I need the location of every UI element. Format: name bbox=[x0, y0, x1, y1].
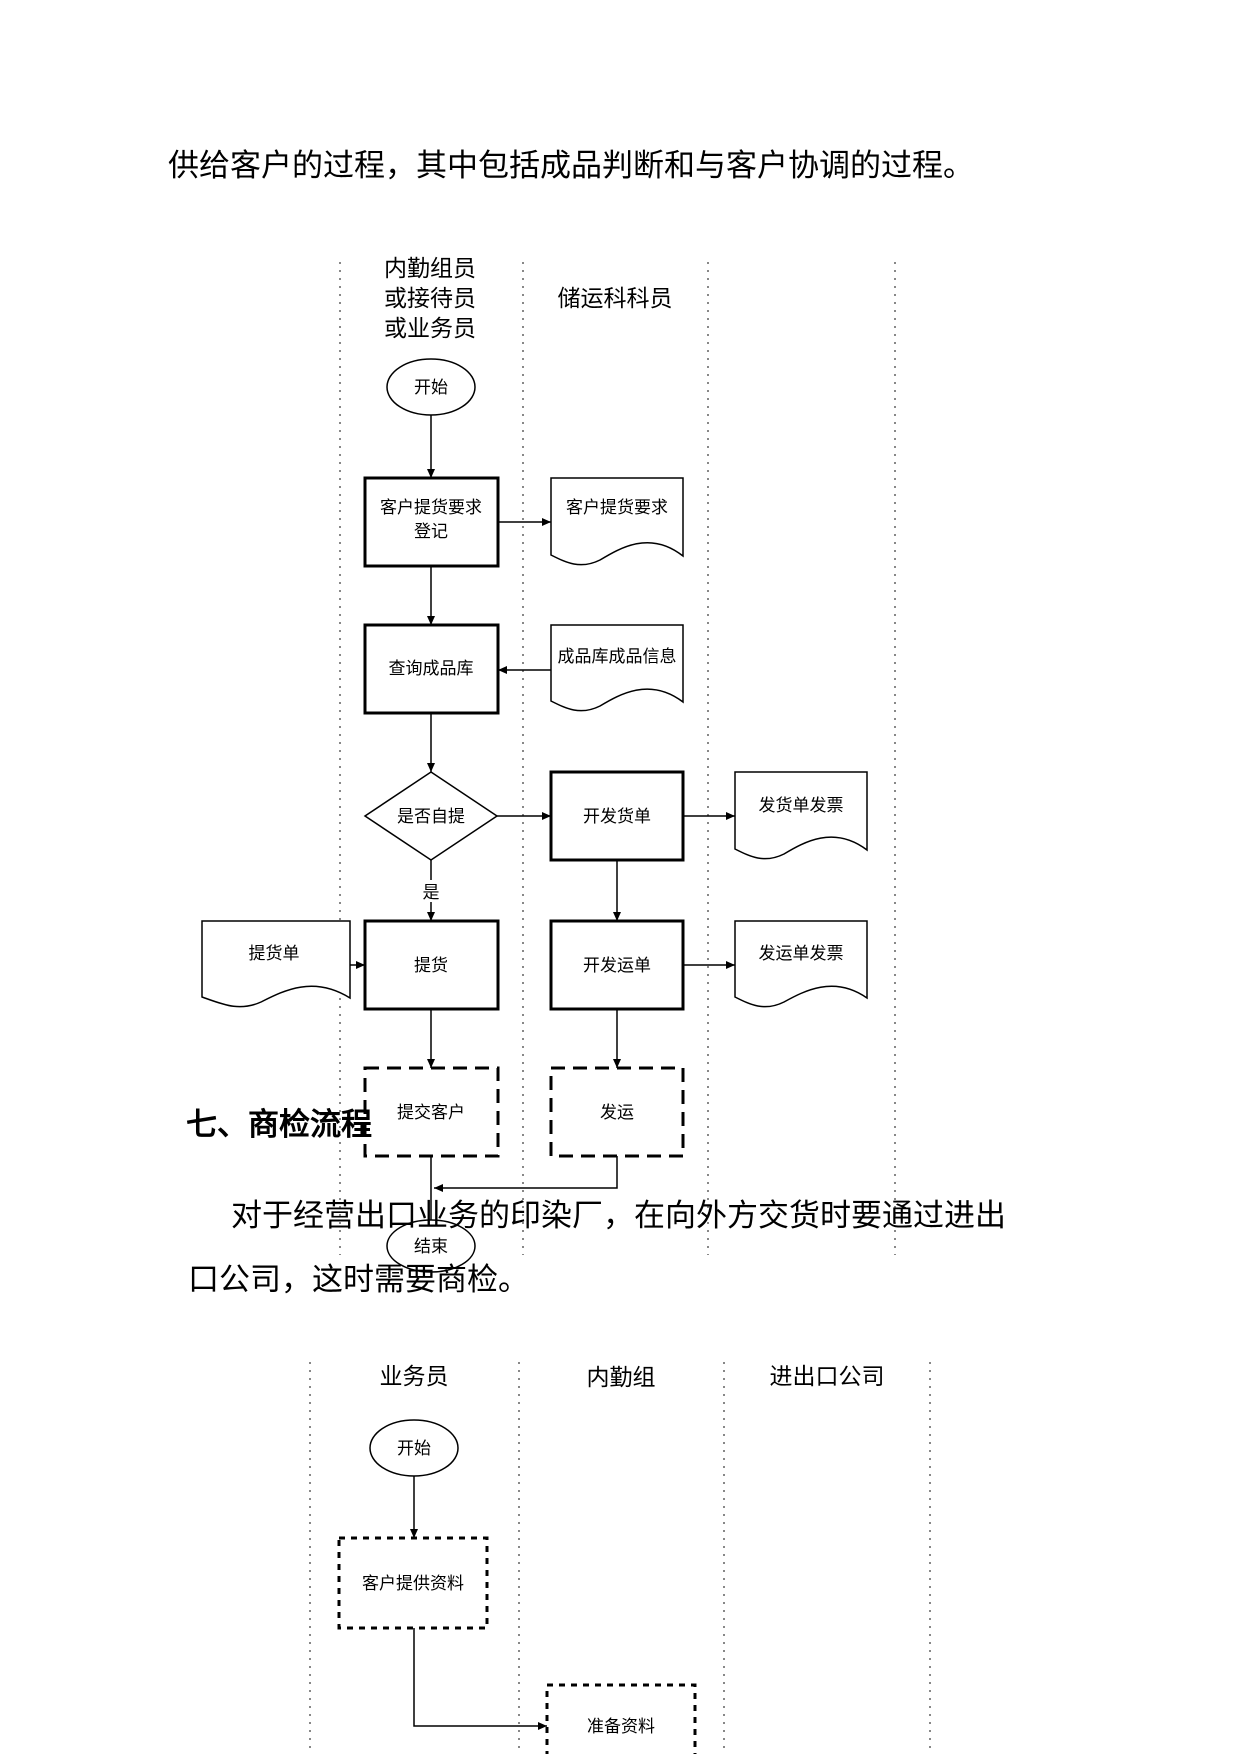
document-invoice bbox=[734, 771, 868, 860]
invoice-label: 开发货单 bbox=[583, 807, 651, 827]
doc-request-label: 客户提货要求 bbox=[566, 498, 668, 518]
section-heading: 七、商检流程 bbox=[186, 1107, 372, 1143]
pickup-label: 提货 bbox=[414, 956, 448, 976]
register-label-1: 客户提货要求 bbox=[380, 498, 482, 518]
lane-header-trading-company: 进出口公司 bbox=[770, 1364, 885, 1390]
start-label: 开始 bbox=[414, 378, 448, 398]
inspection-flowchart: 业务员 内勤组 进出口公司 开始 客户提供资料 准备资料 bbox=[309, 1362, 931, 1754]
register-label-2: 登记 bbox=[414, 522, 448, 542]
lane-header-staff-2: 或接待员 bbox=[384, 286, 476, 312]
doc-invoice-label: 发货单发票 bbox=[759, 796, 844, 816]
query-label: 查询成品库 bbox=[389, 659, 474, 679]
lane-header-storage: 储运科科员 bbox=[558, 286, 673, 312]
lane-header-staff-1: 内勤组员 bbox=[384, 256, 476, 282]
doc-pickup-label: 提货单 bbox=[249, 944, 300, 964]
ship-box bbox=[549, 1066, 685, 1158]
paragraph-intro: 供给客户的过程，其中包括成品判断和与客户协调的过程。 bbox=[168, 148, 974, 184]
document-ship-invoice bbox=[734, 920, 868, 1008]
prepare-label: 准备资料 bbox=[587, 1717, 655, 1737]
customer-provide-box bbox=[337, 1536, 489, 1630]
document-stock-info bbox=[550, 624, 684, 712]
ship-order-label: 开发运单 bbox=[583, 956, 651, 976]
lane-separators bbox=[339, 262, 896, 1255]
submit-label: 提交客户 bbox=[397, 1103, 465, 1123]
prepare-materials-box bbox=[545, 1683, 697, 1754]
end-label: 结束 bbox=[414, 1237, 448, 1257]
end-terminal bbox=[386, 1219, 476, 1273]
doc-ship-label: 发运单发票 bbox=[759, 944, 844, 964]
paragraph-inspection-line1: 对于经营出口业务的印染厂，在向外方交货时要通过进出 bbox=[231, 1198, 1006, 1234]
pickup-box bbox=[363, 919, 500, 1011]
delivery-flowchart: 内勤组员 或接待员 或业务员 储运科科员 开始 客户提货要求 登记 客户提货要求… bbox=[201, 256, 896, 1273]
doc-stock-label: 成品库成品信息 bbox=[558, 647, 677, 667]
ship-label: 发运 bbox=[600, 1103, 634, 1123]
document-pickup-slip bbox=[201, 920, 351, 1008]
document-customer-request bbox=[550, 477, 684, 566]
submit-customer-box bbox=[363, 1066, 500, 1158]
decision-label: 是否自提 bbox=[397, 807, 465, 827]
lane-header-office: 内勤组 bbox=[587, 1365, 656, 1391]
lane-header-salesperson: 业务员 bbox=[380, 1364, 449, 1390]
issue-invoice-box bbox=[549, 770, 685, 862]
start-label-2: 开始 bbox=[397, 1439, 431, 1459]
issue-ship-order-box bbox=[549, 919, 685, 1011]
paragraph-inspection-line2: 口公司，这时需要商检。 bbox=[188, 1262, 529, 1298]
provide-label: 客户提供资料 bbox=[362, 1574, 464, 1594]
lane-header-staff-3: 或业务员 bbox=[384, 316, 476, 342]
lane-separators-2 bbox=[309, 1362, 931, 1754]
yes-branch-label: 是 bbox=[423, 883, 440, 903]
